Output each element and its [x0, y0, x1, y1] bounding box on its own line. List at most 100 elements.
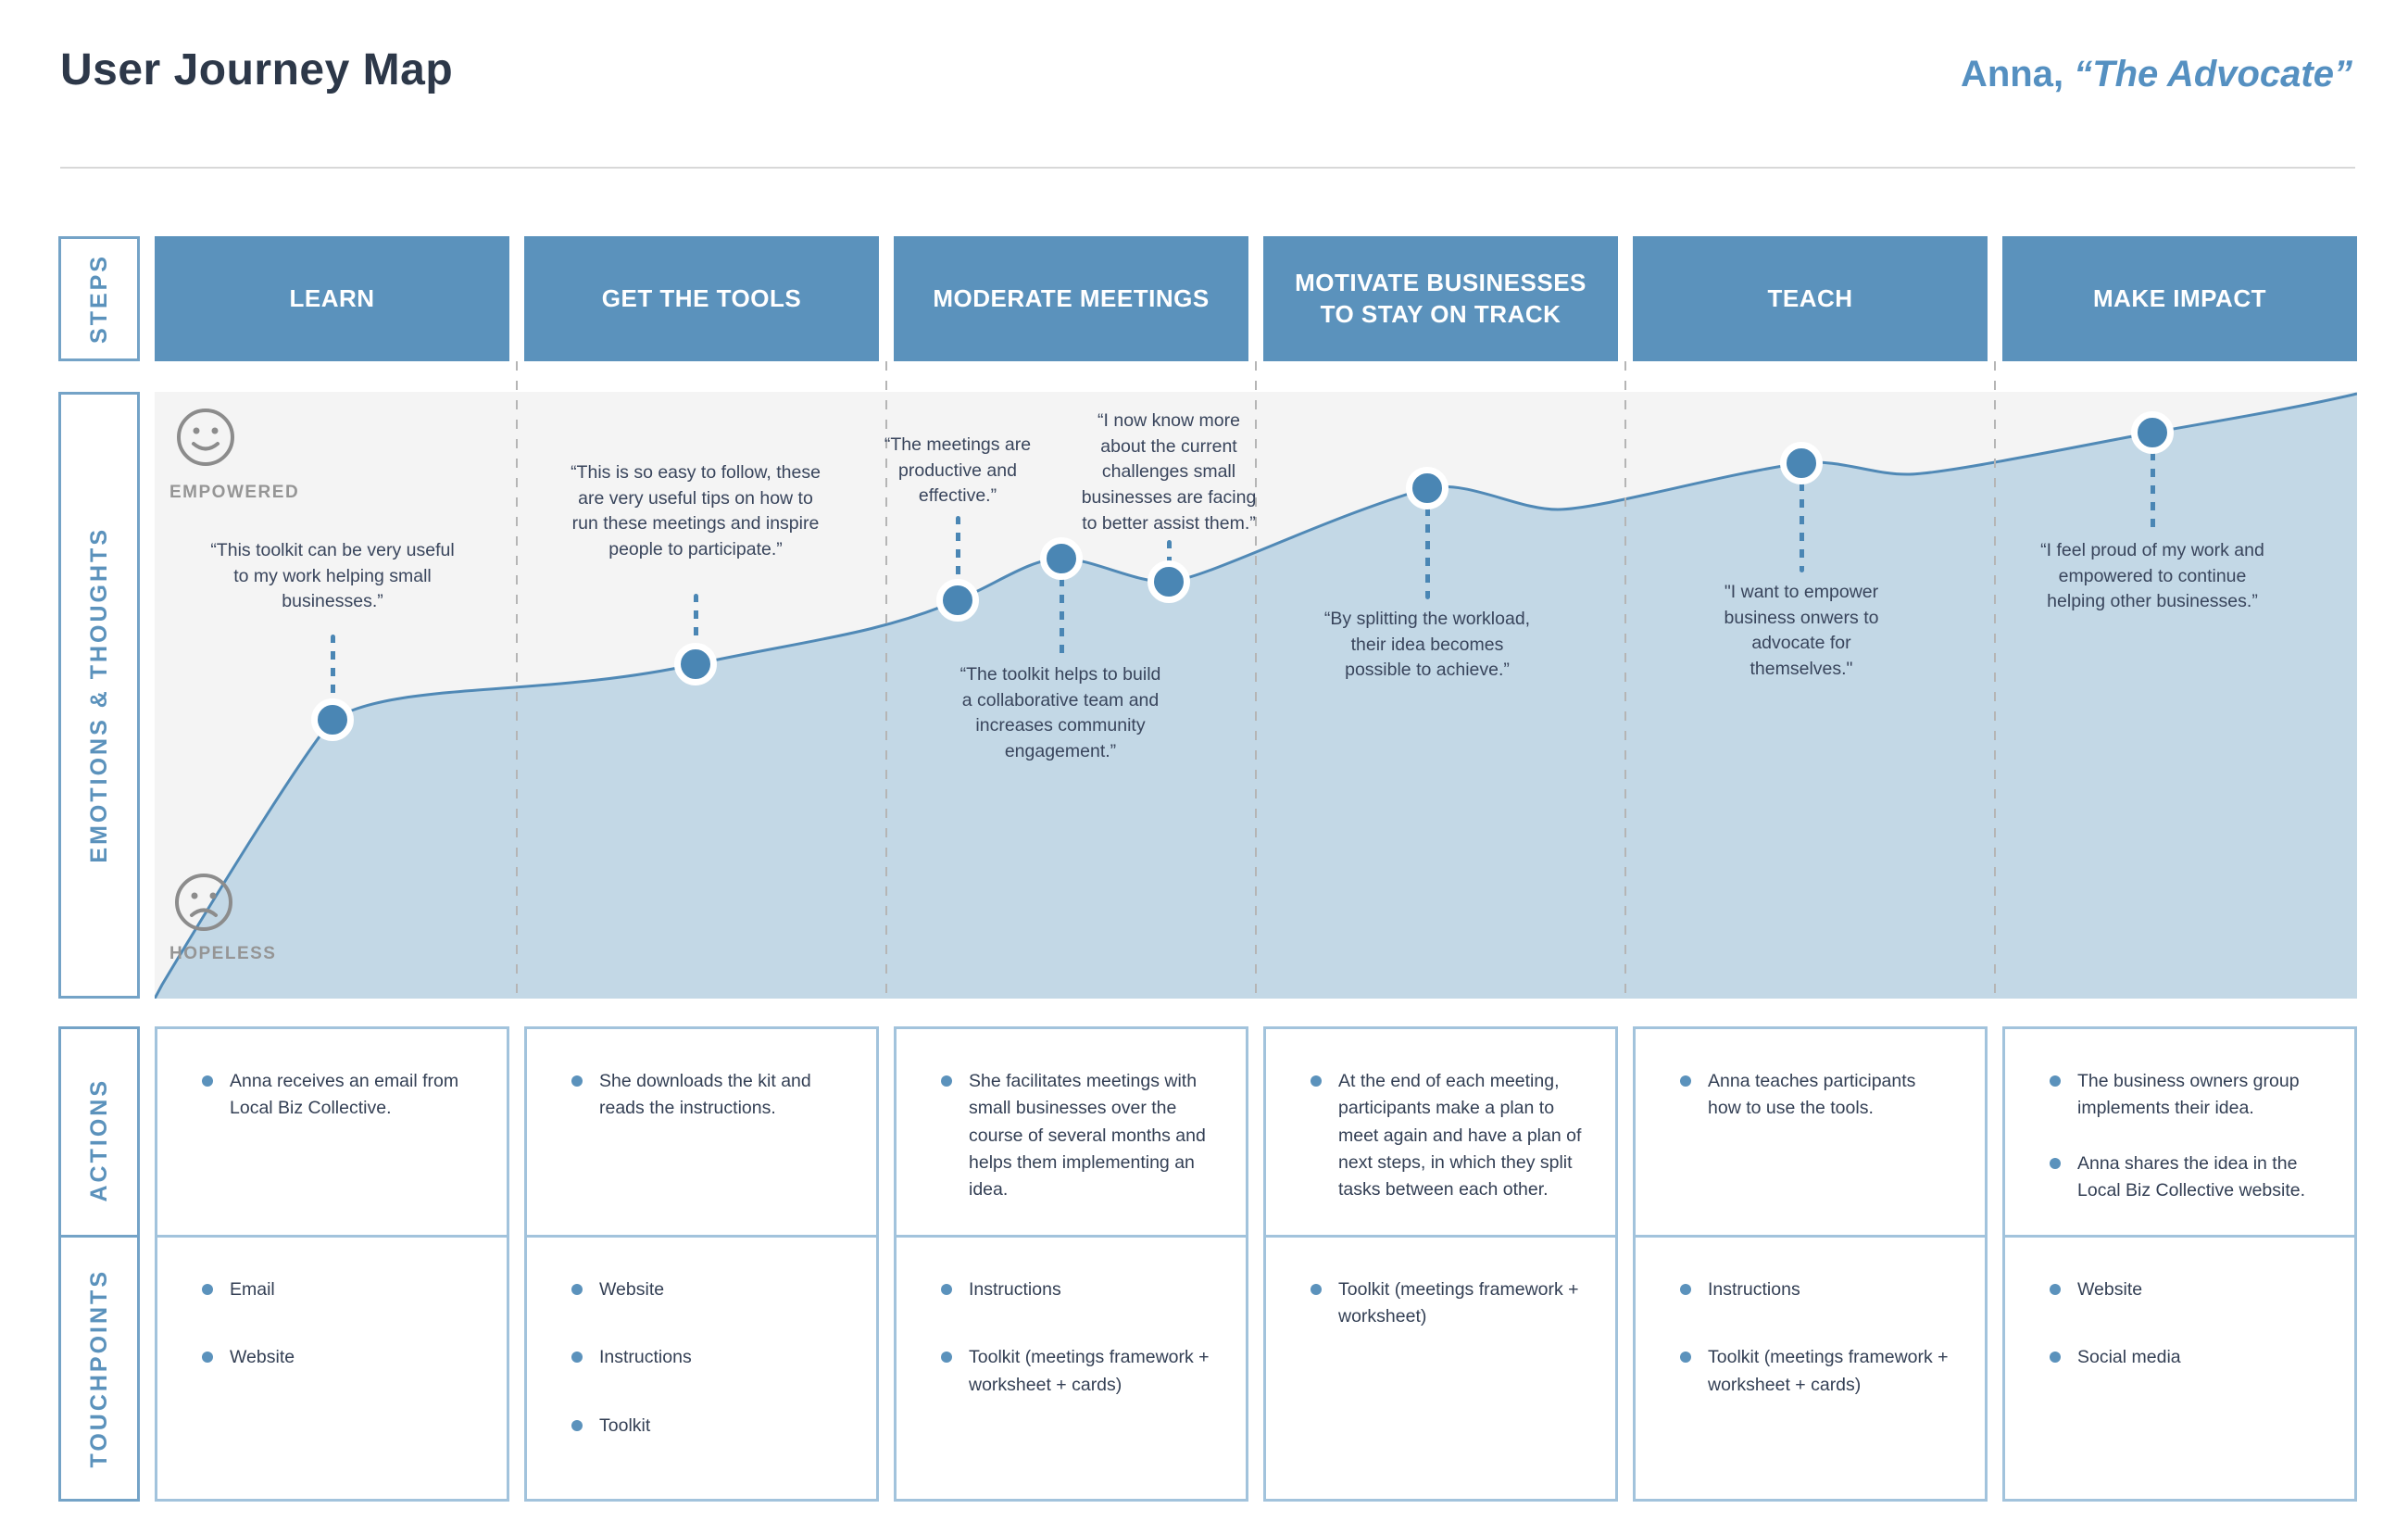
emotion-point-1: [311, 698, 354, 741]
list-item: Instructions: [941, 1276, 1214, 1303]
bullet-icon: [571, 1419, 583, 1431]
actions-learn: Anna receives an email from Local Biz Co…: [155, 1026, 509, 1253]
emotion-point-5: [1148, 560, 1190, 603]
emotion-curve-line: [155, 392, 2357, 999]
emotion-point-3: [936, 579, 979, 622]
bullet-icon: [202, 1284, 213, 1295]
sad-face-icon: [175, 874, 232, 931]
list-item-text: Website: [230, 1347, 295, 1368]
list-item-text: Instructions: [969, 1279, 1061, 1300]
persona-alias: “The Advocate”: [2074, 54, 2352, 94]
row-label-emotions: EMOTIONS & THOUGHTS: [58, 392, 140, 999]
scale-label-empowered: EMPOWERED: [169, 483, 300, 502]
list-item-text: Social media: [2077, 1347, 2181, 1368]
list-item: The business owners group implements the…: [2050, 1068, 2323, 1123]
column-separator: [1624, 361, 1626, 999]
emotion-point-2: [674, 643, 717, 685]
emotion-point-7: [1780, 442, 1823, 484]
list-item-text: Email: [230, 1279, 275, 1300]
step-moderate-meetings: MODERATE MEETINGS: [894, 236, 1248, 361]
quote-connector: [1425, 508, 1430, 599]
steps-row: STEPS LEARN GET THE TOOLS MODERATE MEETI…: [58, 236, 2357, 361]
list-item: Anna shares the idea in the Local Biz Co…: [2050, 1150, 2323, 1205]
row-label-text: EMOTIONS & THOUGHTS: [85, 527, 112, 863]
list-item-text: Anna receives an email from Local Biz Co…: [230, 1071, 459, 1119]
row-label-text: STEPS: [85, 254, 112, 344]
list-item-text: Instructions: [599, 1347, 692, 1368]
bullet-icon: [571, 1075, 583, 1087]
bullet-icon: [202, 1352, 213, 1364]
persona-title: Anna, “The Advocate”: [1961, 54, 2352, 95]
list-item: Toolkit (meetings framework + worksheet …: [1680, 1344, 1953, 1399]
bullet-icon: [2050, 1157, 2061, 1169]
list-item: Instructions: [571, 1344, 845, 1371]
column-separator: [1255, 361, 1257, 999]
list-item-text: Toolkit: [599, 1415, 651, 1436]
quote-connector: [1800, 483, 1804, 572]
list-item: At the end of each meeting, participants…: [1311, 1068, 1584, 1203]
list-item-text: The business owners group implements the…: [2077, 1071, 2300, 1119]
emotion-quote-4: “The toolkit helps to build a collaborat…: [959, 664, 1161, 762]
bullet-icon: [2050, 1284, 2061, 1295]
row-label-text: ACTIONS: [85, 1077, 112, 1202]
list-item: Email: [202, 1276, 475, 1303]
list-item-text: Anna teaches participants how to use the…: [1708, 1071, 1916, 1119]
bullet-icon: [571, 1352, 583, 1364]
list-item: She downloads the kit and reads the inst…: [571, 1068, 845, 1123]
actions-moderate-meetings: She facilitates meetings with small busi…: [894, 1026, 1248, 1253]
list-item-text: She downloads the kit and reads the inst…: [599, 1071, 811, 1119]
actions-row: ACTIONS Anna receives an email from Loca…: [58, 1026, 2357, 1253]
list-item-text: Website: [599, 1279, 665, 1300]
bullet-icon: [202, 1075, 213, 1087]
emotion-quote-6: “By splitting the workload, their idea b…: [1323, 609, 1531, 681]
emotion-curve-panel: EMPOWERED HOPELESS “This toolkit can be …: [155, 361, 2357, 999]
list-item: Website: [2050, 1276, 2323, 1303]
bullet-icon: [1311, 1284, 1322, 1295]
list-item-text: Toolkit (meetings framework + worksheet …: [1708, 1347, 1949, 1395]
step-make-impact: MAKE IMPACT: [2002, 236, 2357, 361]
step-learn: LEARN: [155, 236, 509, 361]
step-motivate-businesses: MOTIVATE BUSINESSES TO STAY ON TRACK: [1263, 236, 1618, 361]
row-label-touchpoints: TOUCHPOINTS: [58, 1235, 140, 1502]
actions-teach: Anna teaches participants how to use the…: [1633, 1026, 1988, 1253]
bullet-icon: [1680, 1075, 1691, 1087]
page-title: User Journey Map: [60, 45, 454, 94]
actions-get-the-tools: She downloads the kit and reads the inst…: [524, 1026, 879, 1253]
emotion-quote-3: “The meetings are productive and effecti…: [884, 434, 1032, 507]
emotions-row: EMOTIONS & THOUGHTS EMPOWERED: [58, 361, 2357, 999]
quote-connector: [694, 594, 698, 649]
quote-connector: [1060, 578, 1064, 656]
persona-name: Anna,: [1960, 54, 2064, 94]
bullet-icon: [1680, 1284, 1691, 1295]
bullet-icon: [941, 1284, 952, 1295]
list-item: Toolkit (meetings framework + worksheet): [1311, 1276, 1584, 1331]
list-item-text: Toolkit (meetings framework + worksheet …: [969, 1347, 1210, 1395]
emotion-quote-7: "I want to empower business onwers to ad…: [1724, 582, 1879, 680]
list-item: Anna receives an email from Local Biz Co…: [202, 1068, 475, 1123]
column-separator: [1994, 361, 1996, 999]
list-item: Website: [202, 1344, 475, 1371]
bullet-icon: [1311, 1075, 1322, 1087]
bullet-icon: [941, 1075, 952, 1087]
actions-make-impact: The business owners group implements the…: [2002, 1026, 2357, 1253]
column-separator: [516, 361, 518, 999]
row-label-actions: ACTIONS: [58, 1026, 140, 1253]
list-item-text: Instructions: [1708, 1279, 1800, 1300]
column-separator: [885, 361, 887, 999]
actions-motivate-businesses: At the end of each meeting, participants…: [1263, 1026, 1618, 1253]
bullet-icon: [941, 1352, 952, 1364]
row-label-steps: STEPS: [58, 236, 140, 361]
list-item: Website: [571, 1276, 845, 1303]
header-divider: [60, 167, 2355, 169]
quote-connector: [331, 635, 335, 703]
list-item-text: Toolkit (meetings framework + worksheet): [1338, 1279, 1579, 1327]
emotion-point-8: [2131, 411, 2174, 454]
list-item: Toolkit: [571, 1413, 845, 1440]
emotion-quote-5: “I now know more about the current chall…: [1081, 410, 1257, 534]
happy-face-icon: [177, 409, 234, 466]
